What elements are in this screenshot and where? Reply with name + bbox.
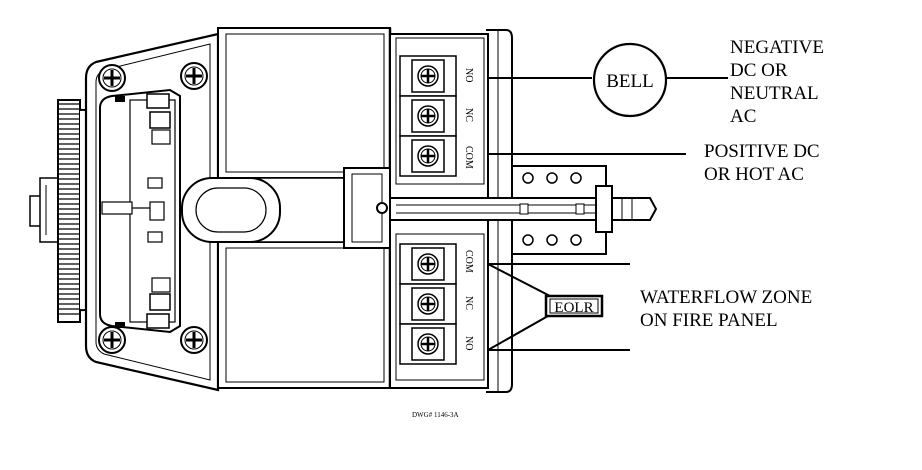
terminal-label-upper-nc: NC [463, 108, 474, 122]
terminal-lower-nc [399, 283, 457, 325]
switch-housing-upper [217, 27, 392, 179]
eolr-resistor: EOLR [544, 294, 604, 318]
terminal-upper-nc [399, 95, 457, 137]
wire-eolr-to-no [487, 315, 549, 351]
wiring [487, 77, 728, 351]
wire-com-to-eolr [487, 263, 551, 297]
housing-body [84, 32, 220, 392]
center-plunger [181, 167, 391, 249]
mounting-screw-bottom-right [179, 325, 209, 355]
terminal-label-upper-no: NO [463, 68, 474, 82]
negative-label-line2: DC OR [730, 60, 788, 81]
terminal-upper-no [399, 55, 457, 97]
negative-label-line3: NEUTRAL [730, 83, 819, 104]
negative-label-line4: AC [730, 106, 756, 127]
actuator-shaft [389, 165, 658, 255]
drawing-number: DWG# 1146-3A [412, 411, 459, 419]
positive-label-line2: OR HOT AC [704, 164, 804, 185]
terminal-label-lower-nc: NC [463, 296, 474, 310]
waterflow-label-line2: ON FIRE PANEL [640, 310, 778, 331]
bell-symbol: BELL [592, 42, 668, 118]
positive-label-line1: POSITIVE DC [704, 141, 820, 162]
mounting-screw-top-left [97, 63, 127, 93]
bell-label: BELL [606, 71, 654, 92]
terminal-lower-no [399, 323, 457, 365]
terminal-label-upper-com: COM [463, 146, 474, 169]
negative-label-line1: NEGATIVE [730, 37, 824, 58]
terminal-lower-com [399, 243, 457, 285]
mounting-screw-top-right [179, 61, 209, 91]
terminal-label-lower-com: COM [463, 250, 474, 273]
switch-housing-lower [217, 241, 392, 389]
terminal-label-lower-no: NO [463, 336, 474, 350]
eolr-label: EOLR [554, 300, 593, 316]
waterflow-label-line1: WATERFLOW ZONE [640, 287, 812, 308]
mounting-screw-bottom-left [97, 325, 127, 355]
terminal-upper-com [399, 135, 457, 177]
